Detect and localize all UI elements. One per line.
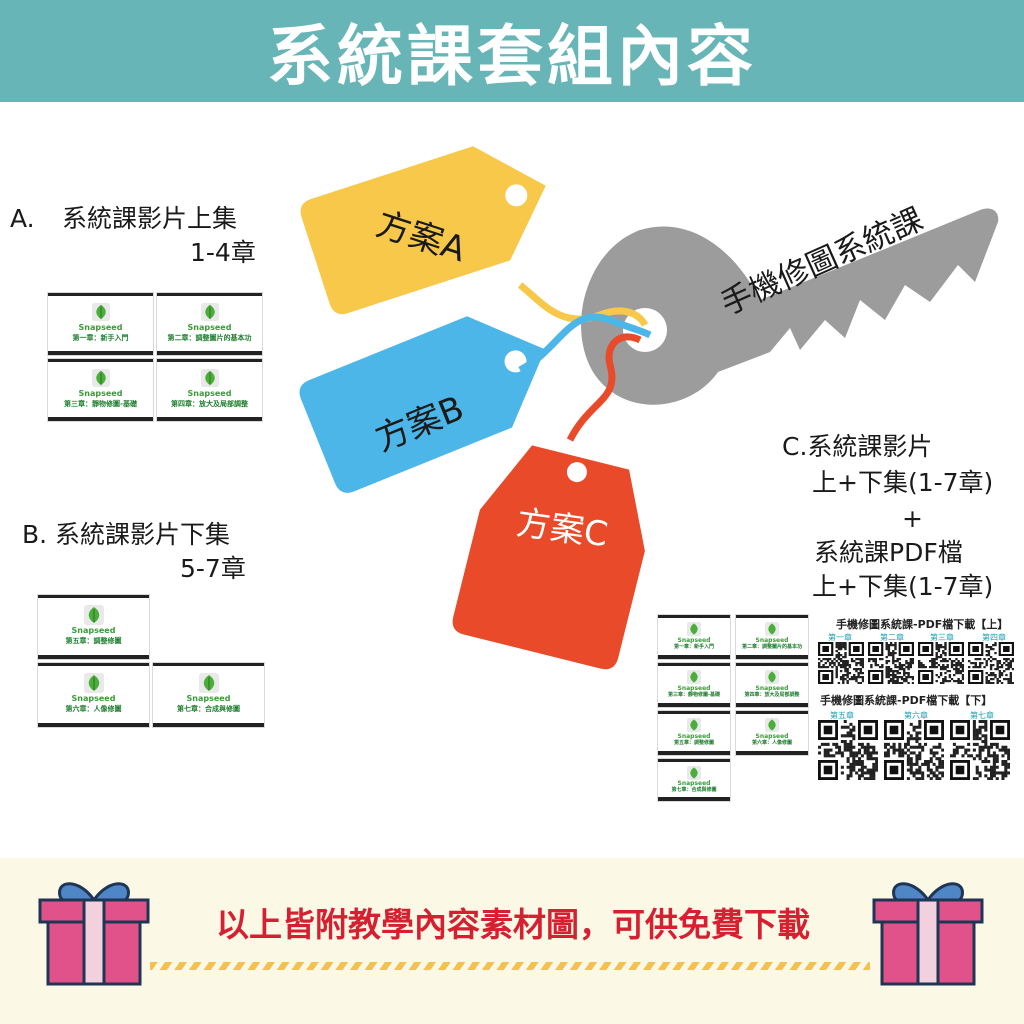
qr-label: 第二章 (880, 633, 904, 642)
plan-tags-illustration: 方案A 方案B 方案C 手機修圖系統課 (299, 146, 999, 670)
string-c (566, 333, 642, 442)
qr-label: 第一章 (828, 633, 852, 642)
pdf-lower-title: 手機修圖系統課-PDF檔下載【下】 (820, 694, 993, 707)
plan-c-line3: 系統課PDF檔 (814, 538, 963, 567)
footer-message: 以上皆附教學內容素材圖，可供免費下載 (216, 905, 810, 944)
qr-label: 第五章 (830, 711, 854, 720)
plan-a-title: 系統課影片上集 (62, 204, 238, 233)
qr-code-icon[interactable] (918, 642, 964, 684)
gift-icon (872, 882, 984, 986)
qr-label: 第七章 (970, 711, 994, 720)
tag-a-shape (300, 146, 546, 315)
qr-code-icon[interactable] (968, 642, 1014, 684)
snapseed-leaf-icon (765, 622, 779, 637)
snapseed-leaf-icon (200, 302, 219, 321)
header-banner: 系統課套組內容 (0, 0, 1024, 102)
footer-stripe (150, 962, 870, 970)
video-thumbnail: Snapseed 第五章：調整修圖 (657, 710, 731, 756)
plan-a-range: 1-4章 (190, 238, 256, 267)
gift-icon (38, 882, 150, 986)
snapseed-leaf-icon (91, 368, 110, 387)
video-thumbnail: Snapseed 第二章：調整圖片的基本功 (156, 292, 263, 356)
page-title: 系統課套組內容 (267, 18, 757, 95)
qr-label: 第六章 (904, 711, 928, 720)
video-thumbnail: Snapseed 第七章：合成與修圖 (152, 662, 265, 728)
qr-code-icon[interactable] (950, 720, 1010, 780)
plan-b-title: B. 系統課影片下集 (22, 520, 231, 549)
video-thumbnail: Snapseed 第七章：合成與修圖 (657, 758, 731, 802)
snapseed-leaf-icon (83, 605, 104, 626)
video-thumbnail: Snapseed 第一章：新手入門 (657, 614, 731, 660)
snapseed-leaf-icon (765, 670, 779, 685)
snapseed-leaf-icon (200, 368, 219, 387)
snapseed-leaf-icon (198, 673, 219, 694)
video-thumbnail: Snapseed 第一章：新手入門 (47, 292, 154, 356)
tag-c-shape (452, 445, 645, 670)
snapseed-leaf-icon (765, 718, 779, 733)
qr-code-icon[interactable] (884, 720, 944, 780)
snapseed-leaf-icon (687, 718, 701, 733)
video-thumbnail: Snapseed 第六章：人像修圖 (735, 710, 809, 756)
plan-c-line1: C.系統課影片 (782, 432, 933, 461)
snapseed-leaf-icon (687, 622, 701, 637)
video-thumbnail: Snapseed 第三章：靜物修圖-基礎 (47, 358, 154, 422)
key-shape (581, 208, 999, 405)
plan-a-letter: A. (10, 204, 35, 233)
qr-code-icon[interactable] (818, 642, 864, 684)
snapseed-leaf-icon (687, 670, 701, 685)
qr-code-icon[interactable] (868, 642, 914, 684)
plan-b-range: 5-7章 (180, 554, 246, 583)
footer-panel (0, 858, 1024, 1024)
video-thumbnail: Snapseed 第三章：靜物修圖-基礎 (657, 662, 731, 708)
plan-c-plus: + (902, 504, 923, 533)
video-thumbnail: Snapseed 第二章：調整圖片的基本功 (735, 614, 809, 660)
snapseed-leaf-icon (687, 765, 701, 780)
video-thumbnail: Snapseed 第四章：放大及局部調整 (156, 358, 263, 422)
pdf-upper-title: 手機修圖系統課-PDF檔下載【上】 (836, 618, 1009, 631)
video-thumbnail: Snapseed 第四章：放大及局部調整 (735, 662, 809, 708)
plan-c-line2: 上+下集(1-7章) (812, 468, 994, 497)
snapseed-leaf-icon (91, 302, 110, 321)
video-thumbnail: Snapseed 第五章：調整修圖 (37, 594, 150, 660)
snapseed-leaf-icon (83, 673, 104, 694)
qr-code-icon[interactable] (818, 720, 878, 780)
qr-label: 第四章 (982, 633, 1006, 642)
video-thumbnail: Snapseed 第六章：人像修圖 (37, 662, 150, 728)
tag-b-shape (299, 316, 546, 493)
qr-label: 第三章 (930, 633, 954, 642)
plan-c-line4: 上+下集(1-7章) (812, 572, 994, 601)
string-b (518, 313, 652, 374)
